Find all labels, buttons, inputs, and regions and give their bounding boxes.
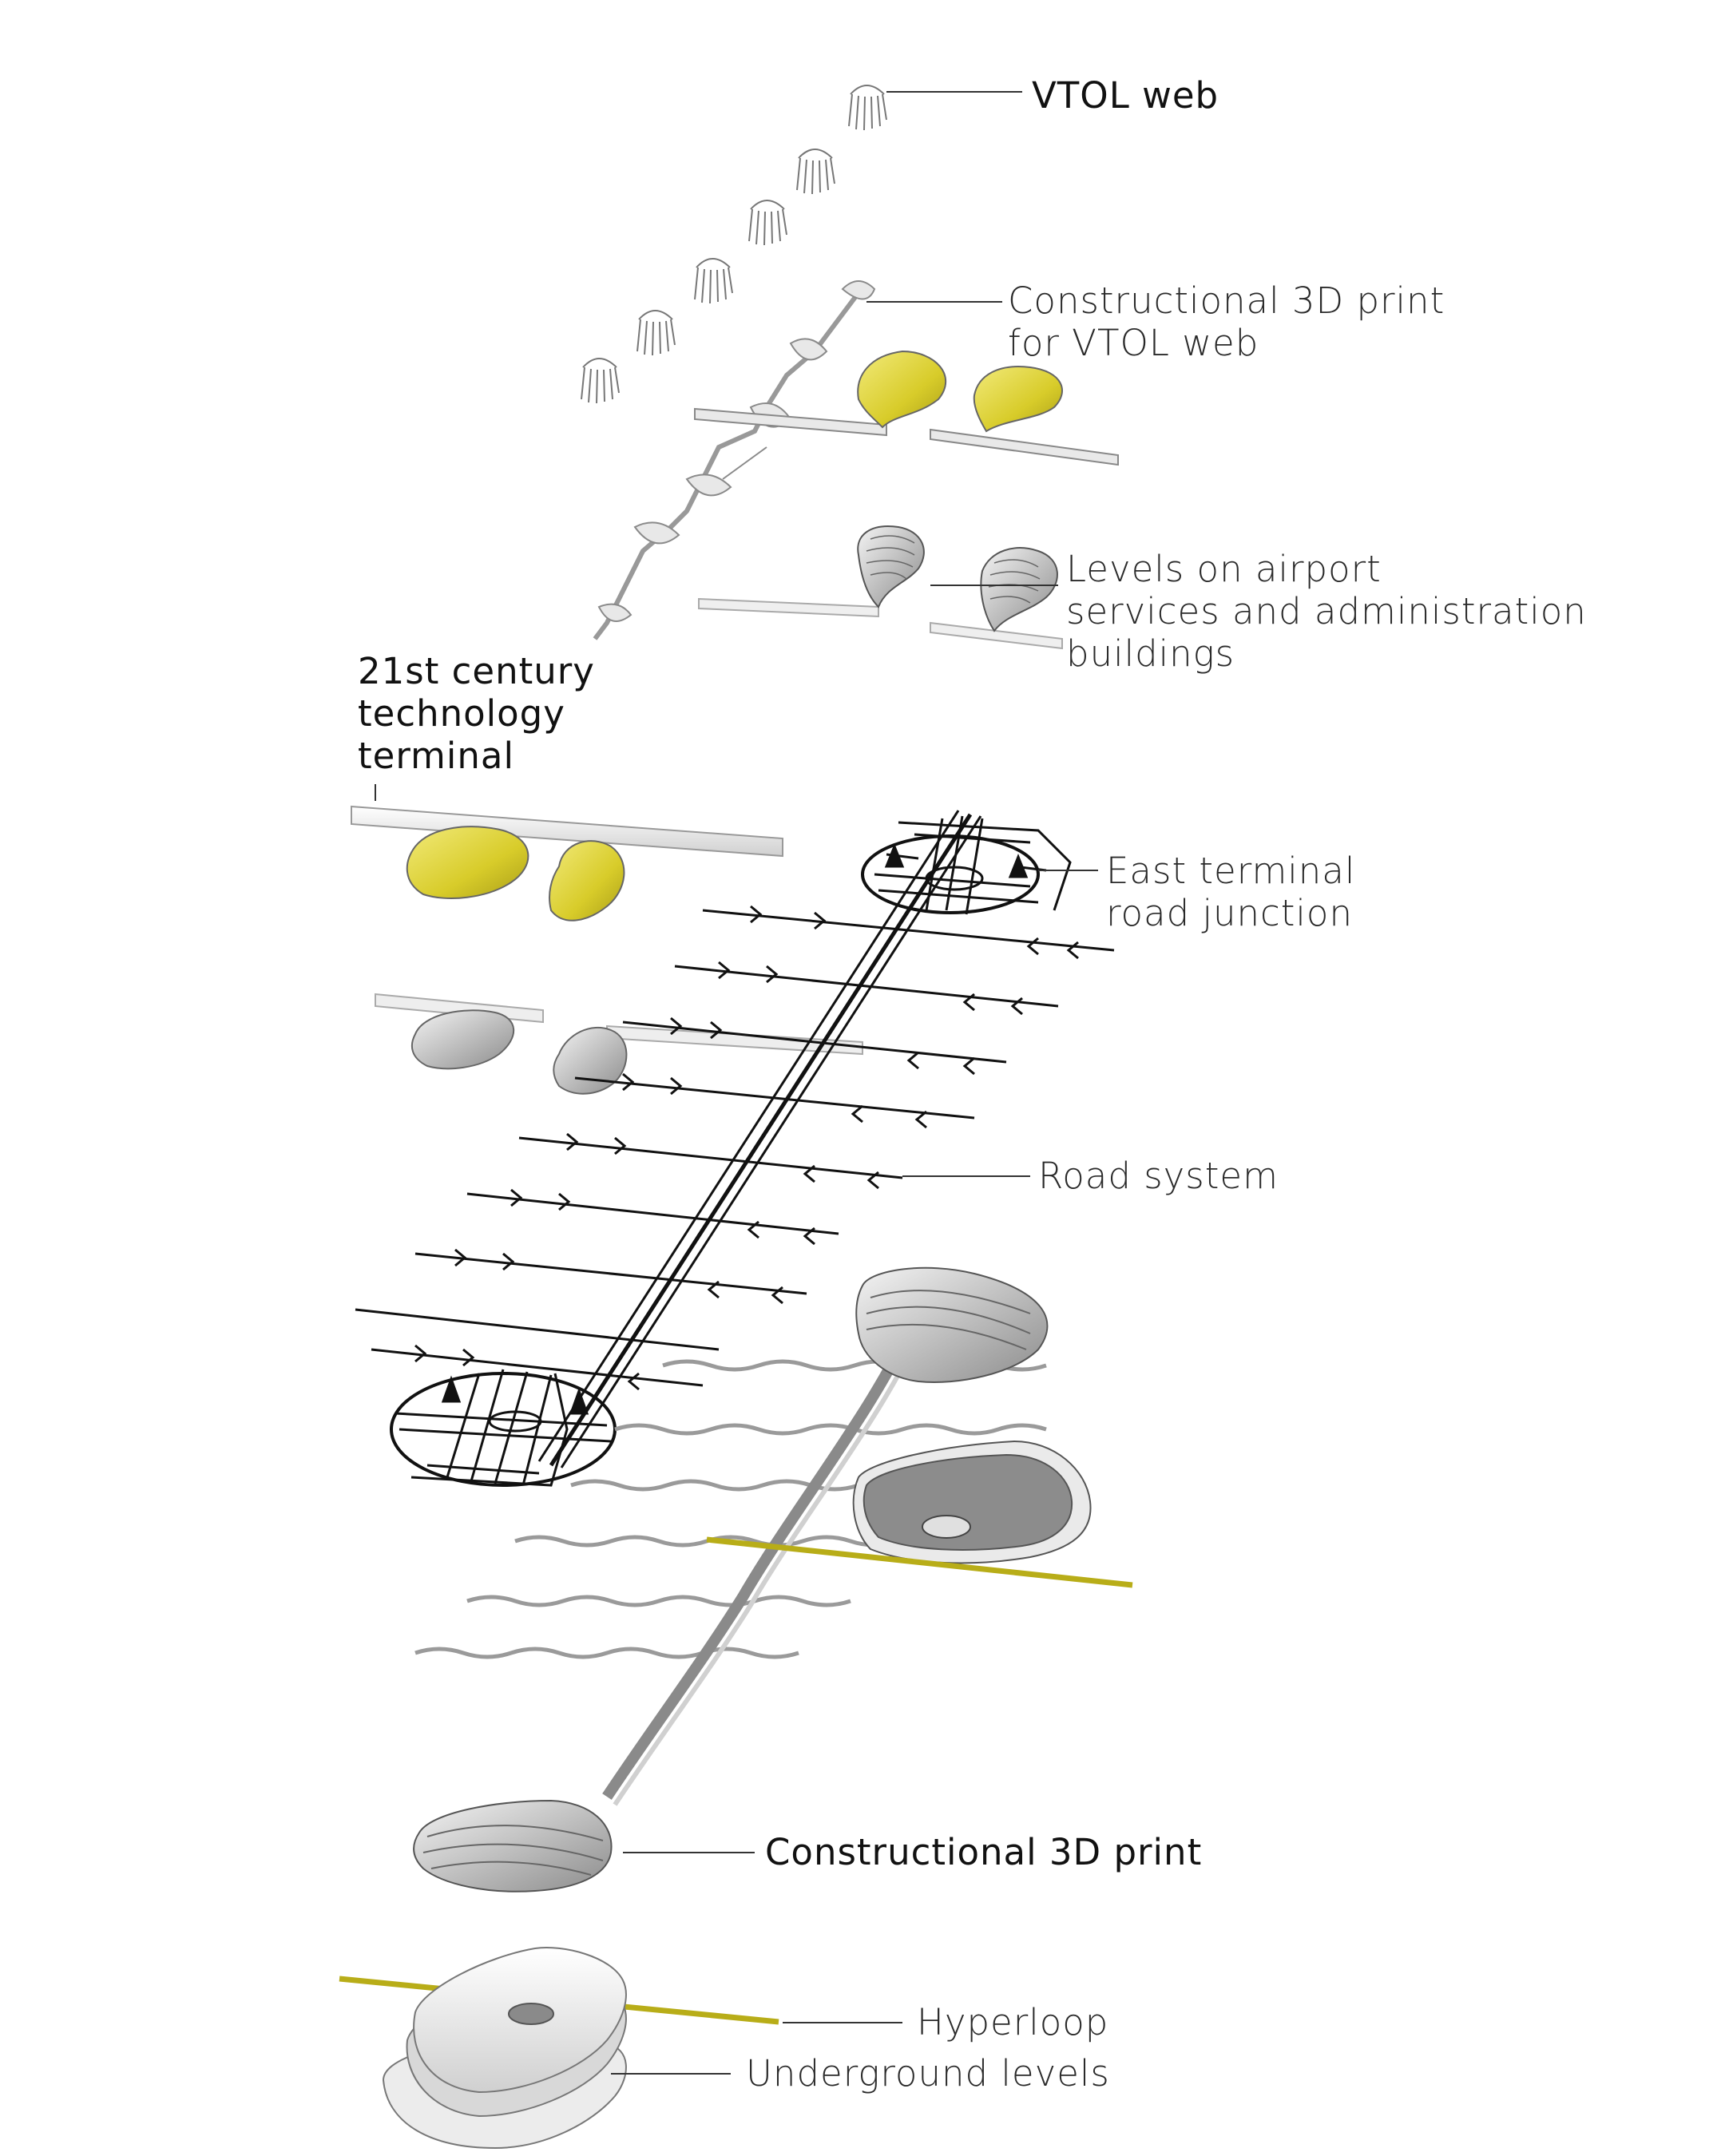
label-hyperloop-text: Hyperloop xyxy=(917,2001,1109,2043)
print-spine xyxy=(602,1307,929,1806)
label-main-print: Constructional 3D print xyxy=(765,1831,1202,1873)
label-vtol-print: Constructional 3D print for VTOL web xyxy=(1008,279,1445,364)
label-admin-levels-line3: buildings xyxy=(1066,632,1235,675)
label-east-junction: East terminal road junction xyxy=(1106,850,1355,934)
label-main-print-text: Constructional 3D print xyxy=(765,1831,1203,1873)
label-admin-levels-line2: services and administration xyxy=(1066,590,1587,632)
label-vtol-print-line2: for VTOL web xyxy=(1008,322,1259,364)
label-terminal-line1: 21st century xyxy=(358,650,595,692)
label-terminal: 21st century technology terminal xyxy=(358,650,595,777)
vtol-deck-plates xyxy=(694,407,1119,466)
admin-levels xyxy=(698,525,1063,650)
label-east-junction-line2: road junction xyxy=(1106,892,1353,934)
leader-lines xyxy=(375,91,1098,2075)
print-bottom-node xyxy=(413,1799,613,1892)
label-terminal-line2: technology xyxy=(358,692,565,735)
west-junction xyxy=(390,1369,617,1487)
label-hyperloop: Hyperloop xyxy=(917,2001,1108,2043)
label-underground-text: Underground levels xyxy=(746,2052,1110,2095)
label-underground: Underground levels xyxy=(746,2052,1110,2095)
label-admin-levels: Levels on airport services and administr… xyxy=(1066,548,1587,675)
wavy-print-lines xyxy=(414,1359,1047,1659)
road-system xyxy=(355,810,1115,1468)
label-vtol-web-text: VTOL web xyxy=(1032,74,1219,117)
vtol-web-drones xyxy=(581,85,887,404)
label-terminal-line3: terminal xyxy=(358,735,514,777)
east-junction xyxy=(861,815,1072,915)
label-road-system-text: Road system xyxy=(1038,1155,1279,1197)
label-east-junction-line1: East terminal xyxy=(1106,850,1356,892)
label-vtol-web: VTOL web xyxy=(1032,74,1219,117)
label-road-system: Road system xyxy=(1038,1155,1279,1197)
vtol-yellow-pods xyxy=(857,350,1063,433)
label-admin-levels-line1: Levels on airport xyxy=(1066,548,1382,590)
label-vtol-print-line1: Constructional 3D print xyxy=(1008,279,1445,322)
vtol-print-structure xyxy=(593,280,876,640)
terminal-level xyxy=(351,805,863,1095)
print-top-node xyxy=(855,1266,1049,1383)
underground-levels xyxy=(382,1947,627,2150)
print-middle-slab xyxy=(852,1440,1092,1564)
